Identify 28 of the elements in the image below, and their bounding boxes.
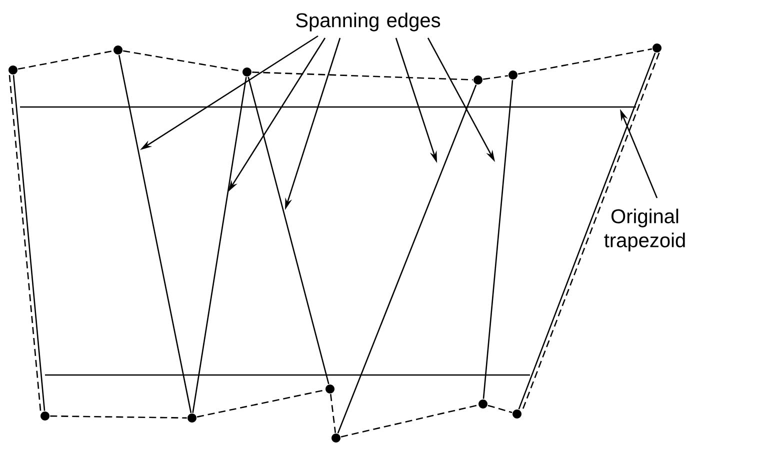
dashed-edge xyxy=(196,389,326,418)
vertex-dot xyxy=(8,66,18,74)
dashed-edge xyxy=(488,404,512,414)
label-text: Original trapezoid xyxy=(604,208,685,252)
vertex-dot xyxy=(332,434,340,442)
dashed-edge xyxy=(340,404,478,438)
vertex-dot xyxy=(478,400,488,408)
vertex-dot xyxy=(508,70,518,80)
vertex-dot xyxy=(326,384,334,394)
label-text: Spanning edges xyxy=(296,12,440,32)
dashed-edge xyxy=(252,72,473,80)
edge-line xyxy=(248,76,330,384)
vertex-dot xyxy=(114,46,122,54)
dashed-edge xyxy=(483,75,508,80)
vertex-dot xyxy=(242,68,252,76)
dashed-edge xyxy=(18,50,114,70)
vertex-dot xyxy=(474,76,482,84)
dashed-edge xyxy=(330,394,336,433)
vertex-dot xyxy=(652,44,662,52)
dashed-edge xyxy=(518,48,652,75)
vertex-dot xyxy=(512,410,522,418)
edge-line xyxy=(337,84,477,434)
edge-line xyxy=(118,54,192,414)
vertex-dot xyxy=(40,412,50,420)
dashed-edge xyxy=(50,415,187,419)
edge-line xyxy=(482,80,514,399)
edge-line xyxy=(192,76,247,413)
vertex-dot xyxy=(188,414,196,422)
